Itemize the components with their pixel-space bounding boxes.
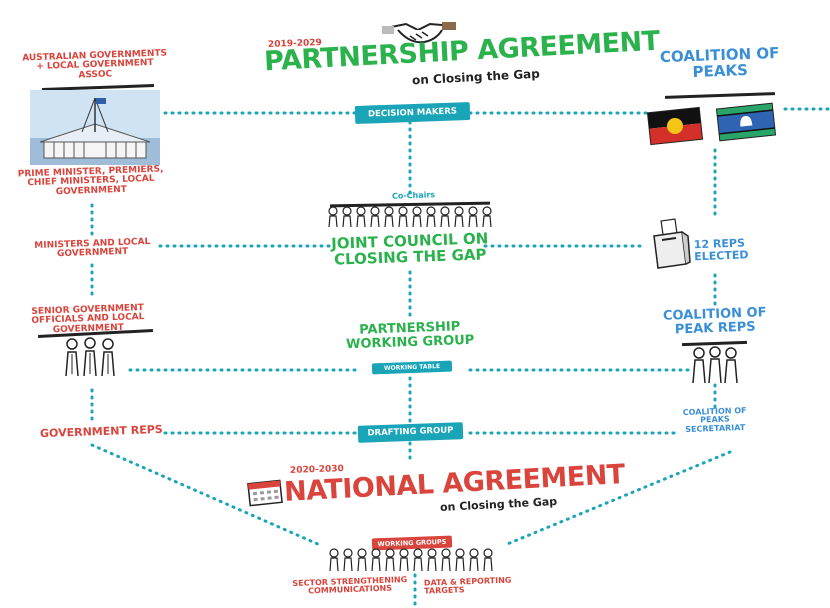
australian-governments-label: AUSTRALIAN GOVERNMENTS + LOCAL GOVERNMEN… [22, 48, 168, 81]
calendar-icon [247, 479, 283, 507]
people-group-icon [692, 346, 738, 384]
joint-council-label: JOINT COUNCIL ON CLOSING THE GAP [330, 229, 489, 269]
partnership-working-group-label: PARTNERSHIP WORKING GROUP [345, 319, 475, 352]
prime-minister-label: PRIME MINISTER, PREMIERS, CHIEF MINISTER… [17, 164, 164, 198]
torres-strait-islander-flag-icon [715, 102, 777, 142]
coalition-secretariat-label: COALITION OF PEAKS SECRETARIAT [682, 405, 747, 434]
ballot-box-icon [653, 218, 691, 269]
handshake-icon [382, 22, 456, 44]
reps-elected-label: 12 REPS ELECTED [693, 236, 749, 263]
people-group-icon [328, 206, 492, 228]
aboriginal-flag-icon [646, 106, 704, 146]
coalition-peak-reps-label: COALITION OF PEAK REPS [662, 305, 767, 338]
data-reporting-label: DATA & REPORTING TARGETS [423, 575, 512, 597]
parliament-house-icon [30, 90, 160, 165]
people-group-icon [65, 337, 115, 377]
people-group-icon [329, 548, 493, 572]
co-chairs-label: Co-Chairs [391, 190, 436, 201]
coalition-of-peaks-label: COALITION OF PEAKS [659, 43, 780, 81]
